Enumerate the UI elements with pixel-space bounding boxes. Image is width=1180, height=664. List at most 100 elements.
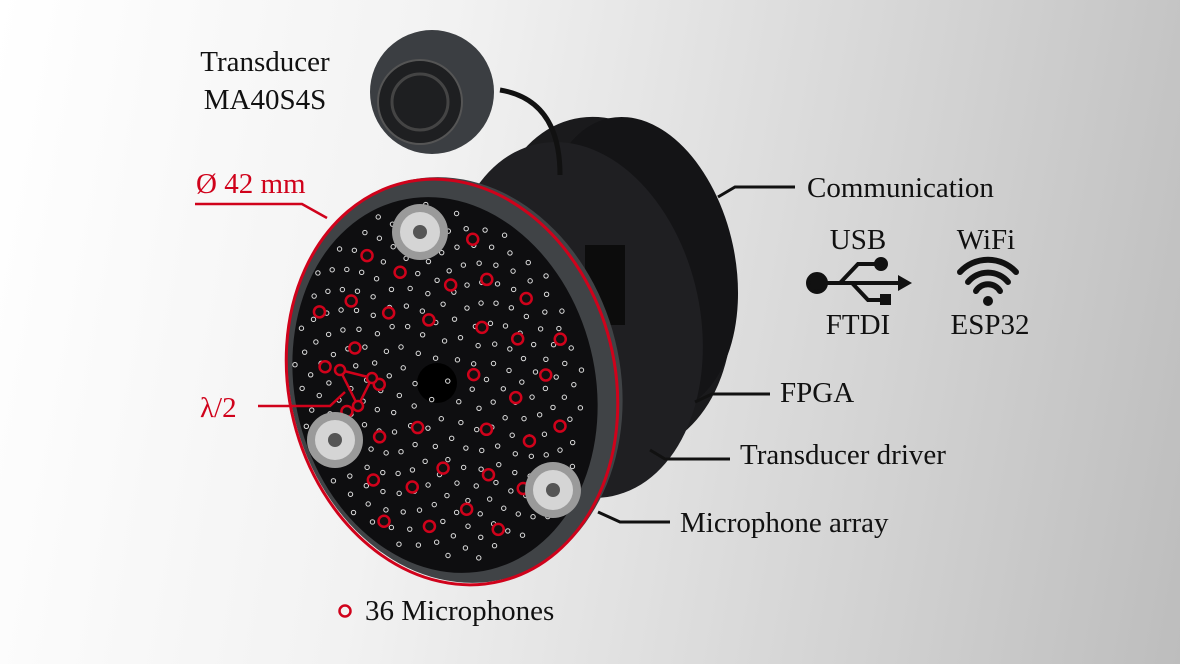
pcb-pad	[463, 445, 469, 451]
pcb-pad	[532, 369, 539, 375]
microphone	[510, 332, 525, 346]
pcb-pad	[396, 490, 402, 497]
pcb-pad	[501, 505, 507, 511]
pcb-pad	[404, 323, 411, 330]
half-wavelength-triangle	[333, 363, 379, 413]
pcb-pad	[491, 543, 498, 549]
pcb-pad	[380, 259, 387, 265]
usb-label: USB	[829, 224, 887, 256]
lambda-leader	[258, 391, 346, 408]
pcb-pad	[464, 305, 470, 311]
pcb-pad	[494, 443, 501, 449]
pcb-pad	[419, 308, 426, 314]
pcb-pad	[425, 425, 431, 431]
cable	[499, 87, 563, 176]
microphone	[538, 368, 553, 382]
pcb-pad	[490, 360, 497, 367]
pcb-pad	[407, 285, 413, 292]
pcb-pad	[358, 269, 365, 276]
pcb-pad	[307, 372, 314, 378]
pcb-pad	[425, 482, 431, 488]
pcb-pad	[407, 526, 413, 532]
microphone	[422, 313, 436, 327]
pcb-pad	[425, 290, 431, 297]
pcb-pad	[344, 266, 350, 273]
pcb-pad	[478, 300, 484, 306]
pcb-pad	[361, 422, 368, 428]
pcb-pad	[362, 229, 368, 236]
pcb-pad	[400, 365, 406, 371]
pcb-pad	[509, 432, 515, 438]
microphone	[481, 467, 496, 482]
pcb-pad	[375, 214, 381, 220]
wifi-label: WiFi	[956, 224, 1016, 256]
pcb-pad	[479, 447, 485, 454]
microphone	[405, 480, 420, 494]
pcb-pad	[527, 278, 533, 284]
pcb-pad	[315, 270, 321, 276]
pcb-pad	[543, 291, 550, 297]
pcb-pad	[557, 447, 563, 453]
pcb-pad	[415, 542, 422, 548]
array-leader	[597, 510, 670, 524]
pcb-pad	[351, 247, 358, 253]
pcb-pad	[388, 286, 395, 293]
pcb-pad	[543, 356, 549, 363]
microphone	[522, 434, 537, 448]
pcb-pad	[508, 305, 515, 311]
pcb-pad	[428, 396, 435, 403]
pcb-pad	[476, 555, 482, 561]
pcb-pad	[478, 534, 484, 540]
pcb-pad	[571, 381, 577, 388]
pcb-pad	[519, 379, 525, 385]
ftdi-label: FTDI	[825, 309, 891, 341]
pcb-pad	[329, 267, 335, 273]
pcb-pad	[528, 453, 535, 459]
center-hole	[417, 363, 457, 403]
fpga-leader	[694, 392, 770, 404]
pcb-pad	[483, 376, 490, 383]
pcb-pad	[476, 405, 482, 412]
pcb-pad	[325, 288, 331, 295]
pcb-pad	[492, 341, 498, 347]
microphone	[479, 422, 494, 437]
pcb-pad	[438, 416, 444, 422]
pcb-pad	[380, 469, 386, 476]
pcb-pad	[501, 232, 508, 238]
microphone	[381, 306, 396, 320]
pcb-pad	[446, 268, 452, 274]
pcb-pad	[439, 249, 445, 256]
pcb-pad	[395, 470, 401, 477]
pcb-pad	[370, 294, 376, 300]
pcb-pad	[496, 461, 502, 468]
pcb-pad	[502, 323, 509, 329]
pcb-pad	[363, 483, 370, 489]
microphone	[366, 473, 381, 487]
microphone	[480, 272, 494, 287]
pcb-pad	[371, 360, 378, 366]
pcb-pad	[416, 507, 423, 513]
pcb-pad	[530, 514, 536, 520]
pcb-pad	[568, 345, 574, 351]
pcb-pad	[542, 309, 548, 315]
pcb-pad	[486, 496, 493, 502]
wifi-icon	[957, 256, 1019, 306]
pcb-pad	[432, 443, 439, 450]
pcb-pad	[493, 300, 499, 306]
pcb-pad	[338, 307, 344, 313]
pcb-pad	[469, 386, 475, 392]
transducer-grille	[390, 72, 450, 132]
pcb-pad	[477, 511, 483, 517]
pcb-pad	[506, 367, 512, 374]
pcb-pad	[559, 308, 565, 314]
pcb-pad	[362, 344, 368, 350]
pcb-pad	[356, 326, 362, 333]
pcb-pad	[490, 399, 496, 405]
pcb-pad	[556, 325, 562, 332]
pcb-pad	[389, 323, 395, 330]
pcb-pad	[525, 259, 531, 266]
pcb-pad	[365, 501, 371, 507]
diameter-leader	[195, 202, 328, 220]
pcb-pad	[311, 293, 317, 299]
pcb-pad	[330, 478, 337, 484]
